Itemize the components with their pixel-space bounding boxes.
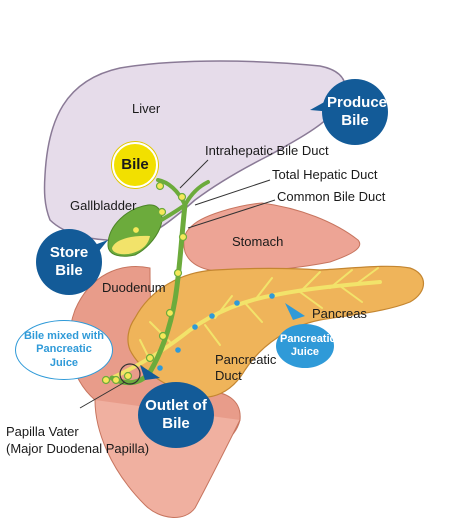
bile-flow-dots <box>101 181 188 385</box>
bile-mixed-text: Bile mixed with Pancreatic Juice <box>23 330 105 369</box>
bile-mixed-bubble: Bile mixed with Pancreatic Juice <box>15 320 113 380</box>
store-bile-text: Store Bile <box>49 244 89 279</box>
pancreas-label: Pancreas <box>312 306 367 321</box>
outlet-of-bile-bubble: Outlet of Bile <box>138 382 214 448</box>
liver-label: Liver <box>132 101 161 116</box>
gallbladder-label: Gallbladder <box>70 198 137 213</box>
leader-lines <box>79 159 276 409</box>
outlet-of-bile-text: Outlet of Bile <box>145 397 207 432</box>
common-bile-duct-label: Common Bile Duct <box>277 189 386 204</box>
pancreatic-juice-dots <box>157 293 275 371</box>
papilla-vater-label: Papilla Vater <box>6 424 79 439</box>
produce-bile-text: Produce Bile <box>327 94 388 129</box>
gallbladder-bile <box>112 235 150 255</box>
papilla-vater-sublabel: (Major Duodenal Papilla) <box>6 441 150 456</box>
pancreatic-juice-tail <box>285 303 305 320</box>
produce-bile-bubble: Produce Bile <box>322 79 388 145</box>
pancreatic-duct-label: Pancreatic Duct <box>215 352 277 383</box>
pancreatic-juice-bubble: Pancreatic Juice <box>276 324 336 368</box>
pancreatic-juice-text: Pancreatic Juice <box>280 332 336 358</box>
outlet-tail <box>140 365 160 380</box>
bile-duct-network <box>109 178 210 386</box>
duodenum-label: Duodenum <box>102 280 166 295</box>
bile-bubble: Bile <box>112 142 158 188</box>
intrahepatic-bile-duct-label: Intrahepatic Bile Duct <box>205 143 329 158</box>
total-hepatic-duct-label: Total Hepatic Duct <box>272 167 378 182</box>
papilla-marker <box>119 363 141 385</box>
stomach <box>183 202 361 273</box>
bile-text: Bile <box>121 156 149 173</box>
stomach-label: Stomach <box>232 234 284 249</box>
store-bile-bubble: Store Bile <box>36 229 102 295</box>
